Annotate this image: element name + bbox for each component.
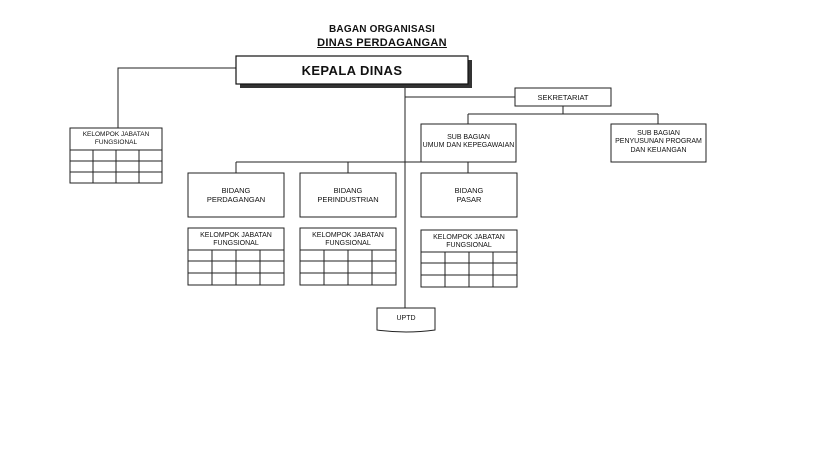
- kelompok-left-line2: FUNGSIONAL: [94, 138, 138, 146]
- kelompok-3-line1: KELOMPOK JABATAN: [433, 234, 505, 241]
- bidang-2-line2: PERINDUSTRIAN: [317, 195, 379, 204]
- bidang-3-line2: PASAR: [456, 195, 482, 204]
- bidang-2-line1: BIDANG: [333, 186, 363, 195]
- kelompok-left-box: [69, 127, 163, 184]
- bidang-box-1: [187, 172, 285, 218]
- kelompok-box-3: [420, 229, 518, 288]
- uptd-label: UPTD: [396, 315, 416, 322]
- chart-title: BAGAN ORGANISASI: [329, 24, 435, 35]
- kelompok-label-1: KELOMPOK JABATAN FUNGSIONAL: [188, 232, 284, 249]
- bidang-1-line2: PERDAGANGAN: [206, 195, 266, 204]
- subbagian-box-1: [420, 123, 517, 163]
- kelompok-1-line2: FUNGSIONAL: [213, 240, 259, 248]
- kelompok-box-2: [299, 227, 397, 286]
- subbagian-2-line2: PENYUSUNAN PROGRAM: [615, 138, 702, 146]
- chart-subtitle: DINAS PERDAGANGAN: [317, 37, 447, 49]
- subbagian-label-1: SUB BAGIAN UMUM DAN KEPEGAWAIAN: [421, 134, 516, 151]
- kelompok-2-line1: KELOMPOK JABATAN: [312, 232, 384, 239]
- head-box: [235, 55, 469, 85]
- bidang-label-2: BIDANG PERINDUSTRIAN: [300, 186, 396, 204]
- line-head-to-kelompok: [117, 67, 237, 128]
- secretariat-box: [514, 87, 612, 107]
- kelompok-1-line1: KELOMPOK JABATAN: [200, 232, 272, 239]
- bidang-label-1: BIDANG PERDAGANGAN: [188, 186, 284, 204]
- kelompok-3-line2: FUNGSIONAL: [446, 242, 492, 250]
- subbagian-1-line1: SUB BAGIAN: [447, 134, 490, 141]
- bidang-1-line1: BIDANG: [221, 186, 251, 195]
- bidang-3-line1: BIDANG: [454, 186, 484, 195]
- kelompok-box-1: [187, 227, 285, 286]
- secretariat-label: SEKRETARIAT: [537, 93, 589, 102]
- head-label: KEPALA DINAS: [301, 63, 403, 78]
- bidang-label-3: BIDANG PASAR: [421, 186, 517, 204]
- kelompok-left-line1: KELOMPOK JABATAN: [82, 131, 150, 138]
- subbagian-2-line1: SUB BAGIAN: [637, 130, 680, 137]
- kelompok-label-2: KELOMPOK JABATAN FUNGSIONAL: [300, 232, 396, 249]
- subbagian-label-2: SUB BAGIAN PENYUSUNAN PROGRAM DAN KEUANG…: [611, 130, 706, 155]
- subbagian-1-line2: UMUM DAN KEPEGAWAIAN: [422, 142, 515, 150]
- subbagian-box-2: [610, 123, 707, 163]
- kelompok-2-line2: FUNGSIONAL: [325, 240, 371, 248]
- subbagian-2-line3: DAN KEUANGAN: [630, 146, 687, 154]
- kelompok-label-3: KELOMPOK JABATAN FUNGSIONAL: [421, 234, 517, 251]
- bidang-box-3: [420, 172, 518, 218]
- bidang-box-2: [299, 172, 397, 218]
- uptd-box: [376, 307, 436, 333]
- kelompok-left-label: KELOMPOK JABATAN FUNGSIONAL: [70, 131, 162, 147]
